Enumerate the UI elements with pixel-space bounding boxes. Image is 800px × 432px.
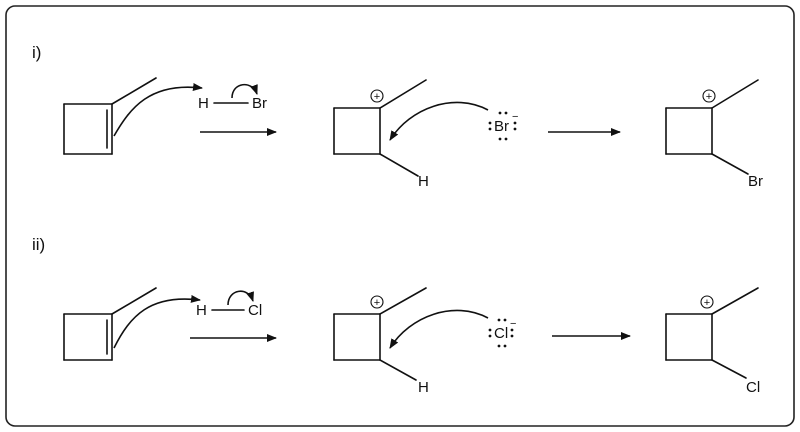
carbocation-intermediate: H + xyxy=(333,79,429,190)
reactant-methylcyclobutene xyxy=(63,77,157,155)
c-br-bond xyxy=(711,153,749,175)
negative-charge: − xyxy=(510,318,516,330)
reagent-hbr: H Br xyxy=(198,83,267,112)
svg-text:+: + xyxy=(374,297,380,309)
c-cl-bond xyxy=(711,359,747,379)
added-hydrogen: H xyxy=(418,173,429,190)
methyl-bond xyxy=(379,287,427,315)
reagent-hcl: H Cl xyxy=(196,290,262,319)
methyl-bond xyxy=(111,77,157,105)
chloride-symbol: Cl xyxy=(494,325,508,342)
curved-arrow-pi-to-h xyxy=(113,294,201,349)
product-substituent: Cl xyxy=(746,379,760,396)
bromide-anion: Br − xyxy=(488,111,518,141)
curved-arrow-pi-to-h xyxy=(113,82,203,137)
positive-charge-icon xyxy=(700,295,714,309)
diagram-frame xyxy=(5,5,795,427)
methyl-bond xyxy=(711,287,759,315)
hydrogen-atom: H xyxy=(196,302,207,319)
chlorine-atom: Cl xyxy=(248,302,262,319)
c-h-bond xyxy=(379,359,417,381)
curved-arrow-bond-to-cl xyxy=(227,290,254,306)
methyl-bond xyxy=(379,79,427,109)
reactant-methylcyclobutene xyxy=(63,287,157,361)
panel-ii: ii) H Cl H + xyxy=(32,235,760,396)
panel-label: i) xyxy=(32,43,41,62)
curved-arrow-bond-to-br xyxy=(231,83,258,99)
positive-charge-icon xyxy=(370,89,384,103)
hydrogen-atom: H xyxy=(198,95,209,112)
bromine-atom: Br xyxy=(252,95,267,112)
svg-text:+: + xyxy=(374,91,380,103)
positive-charge-icon xyxy=(702,89,716,103)
carbocation-intermediate: H + xyxy=(333,287,429,396)
negative-charge: − xyxy=(512,111,518,123)
positive-charge-icon xyxy=(370,295,384,309)
c-h-bond xyxy=(379,153,419,177)
panel-label: ii) xyxy=(32,235,45,254)
methyl-bond xyxy=(711,79,759,109)
bromide-symbol: Br xyxy=(494,118,509,135)
panel-i: i) H Br H xyxy=(32,43,763,190)
svg-text:+: + xyxy=(704,297,710,309)
added-hydrogen: H xyxy=(418,379,429,396)
curved-arrow-nucleophile-attack xyxy=(389,101,489,141)
curved-arrow-nucleophile-attack xyxy=(389,309,489,349)
chloride-anion: Cl − xyxy=(488,318,516,348)
product-substituent: Br xyxy=(748,173,763,190)
svg-text:+: + xyxy=(706,91,712,103)
methyl-bond xyxy=(111,287,157,315)
product-chloride: Cl + xyxy=(665,287,760,396)
product-bromide: Br + xyxy=(665,79,763,190)
